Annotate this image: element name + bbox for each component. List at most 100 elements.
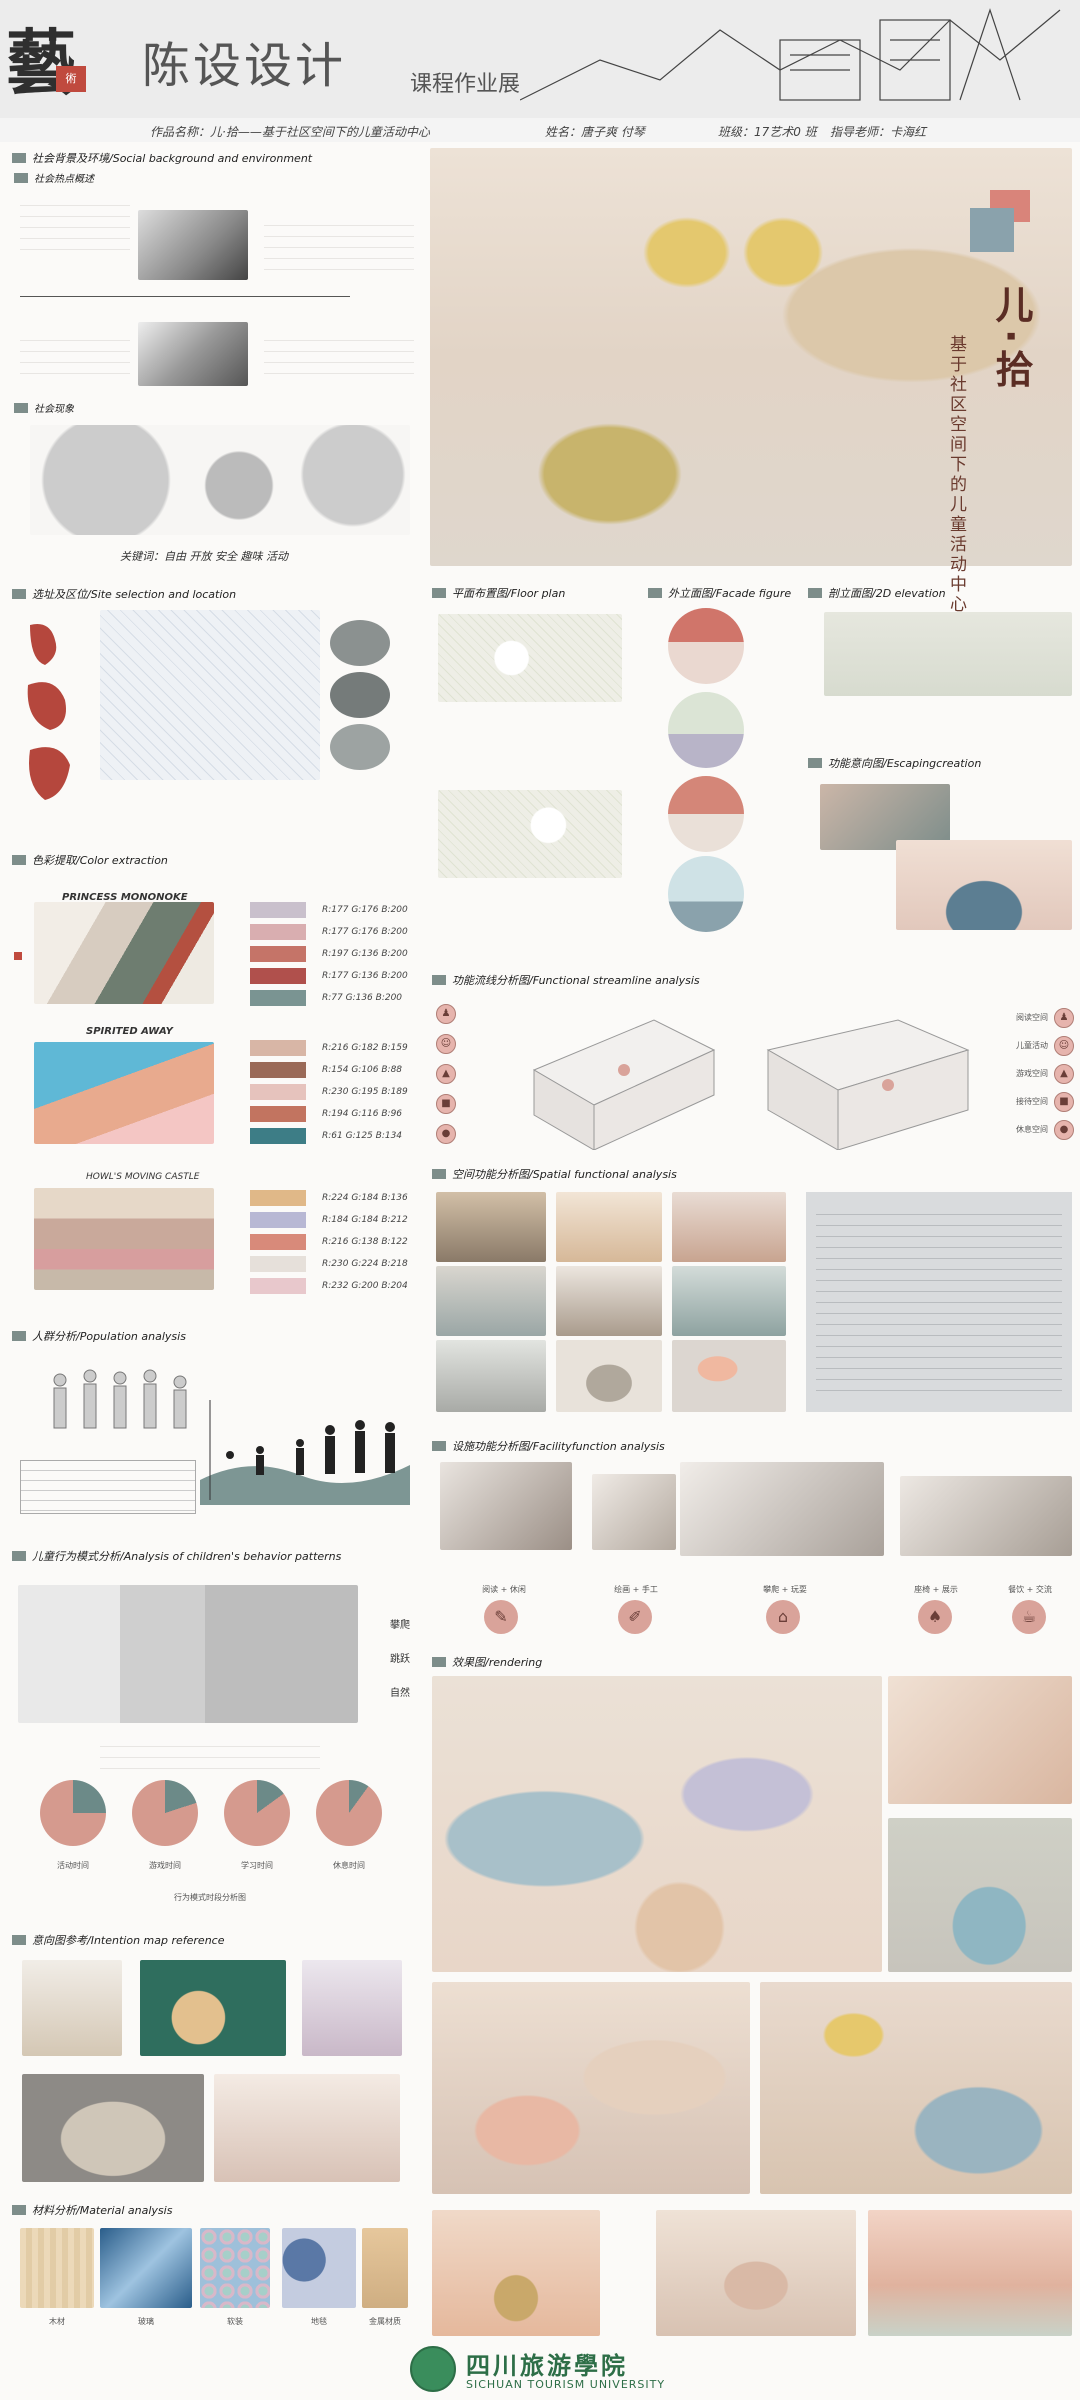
- rendering-side-2: [888, 1818, 1072, 1972]
- accent-square-blue: [970, 208, 1014, 252]
- streamline-label: 游戏空间: [1016, 1069, 1048, 1078]
- swatch: [250, 1256, 306, 1272]
- rendering-thumb-2: [656, 2210, 856, 2336]
- class-info: 班级：17艺术0 班: [718, 125, 817, 139]
- swatch-label: R:224 G:184 B:136: [322, 1193, 408, 1203]
- section-elevation: 剖立面图/2D elevation: [808, 585, 946, 601]
- info-bar: 作品名称：儿·拾——基于社区空间下的儿童活动中心 姓名：唐子爽 付琴 班级：17…: [0, 118, 1080, 142]
- material-label: 木材: [49, 2317, 65, 2326]
- spatial-text-panel: [806, 1192, 1072, 1412]
- swatch: [250, 902, 306, 918]
- material-label: 金属材质: [369, 2317, 401, 2326]
- site-map: [100, 610, 320, 780]
- material-label: 玻璃: [138, 2317, 154, 2326]
- text-block: [20, 195, 130, 255]
- facade-4: [668, 856, 744, 932]
- swatch-label: R:177 G:136 B:200: [322, 971, 408, 981]
- swatch: [250, 1084, 306, 1100]
- facility-img-3: [680, 1462, 884, 1556]
- facility-img-4: [900, 1476, 1072, 1556]
- site-photo-1: [330, 620, 390, 666]
- streamline-label: 休息空间: [1016, 1125, 1048, 1134]
- swatch-label: R:232 G:200 B:204: [322, 1281, 408, 1291]
- news-photo-1: [138, 210, 248, 280]
- behavior-caption: 行为模式时段分析图: [174, 1893, 246, 1902]
- streamline-icon: ●: [1054, 1120, 1074, 1140]
- facility-label: 绘画 + 手工: [614, 1585, 658, 1594]
- swatch: [250, 1106, 306, 1122]
- hero-rendering: [430, 148, 1072, 566]
- section-behavior: 儿童行为模式分析/Analysis of children's behavior…: [12, 1548, 341, 1564]
- section-social: 社会背景及环境/Social background and environmen…: [12, 150, 312, 166]
- spatial-photo: [556, 1340, 662, 1412]
- spatial-photo: [436, 1266, 546, 1336]
- art-logo: 藝: [6, 21, 76, 104]
- spatial-photo: [672, 1192, 786, 1262]
- floor-plan-2: [438, 790, 622, 878]
- population-table: [20, 1460, 196, 1514]
- text-block: [264, 215, 414, 275]
- poster-subtitle: 课程作业展: [410, 72, 521, 97]
- divider: [20, 296, 350, 297]
- section-spatial: 空间功能分析图/Spatial functional analysis: [432, 1166, 677, 1182]
- rendering-main: [432, 1676, 882, 1972]
- behavior-label-jump: 跳跃: [390, 1654, 410, 1665]
- facade-1: [668, 608, 744, 684]
- pie-label: 休息时间: [333, 1861, 365, 1870]
- vertical-small-title: 基于社区空间下的儿童活动中心: [946, 335, 966, 615]
- province-map-icon: [27, 624, 70, 800]
- swatch-label: R:154 G:106 B:88: [322, 1065, 403, 1075]
- pie-label: 游戏时间: [149, 1861, 181, 1870]
- swatch-label: R:197 G:136 B:200: [322, 949, 408, 959]
- work-title: 作品名称：儿·拾——基于社区空间下的儿童活动中心: [150, 125, 430, 139]
- streamline-label: 阅读空间: [1016, 1013, 1048, 1022]
- author-names: 姓名：唐子爽 付琴: [545, 125, 645, 139]
- playground-icon: ⌂: [766, 1600, 800, 1634]
- pie-rest: [316, 1780, 382, 1846]
- silhouette-chart: [200, 1400, 410, 1505]
- swatch-label: R:77 G:136 B:200: [322, 993, 403, 1003]
- swatch: [250, 924, 306, 940]
- spatial-photo: [436, 1192, 546, 1262]
- pie-label: 活动时间: [57, 1861, 89, 1870]
- material-soft: [200, 2228, 270, 2308]
- spirited-away-image: [34, 1042, 214, 1144]
- intention-img-1: [22, 1960, 122, 2056]
- swatch: [250, 1128, 306, 1144]
- subsection-social-hot: 社会热点概述: [14, 170, 94, 185]
- streamline-icon: ●: [436, 1124, 456, 1144]
- swatch: [250, 946, 306, 962]
- drawing-icon: ✐: [618, 1600, 652, 1634]
- poster-title: 陈设设计: [142, 38, 347, 94]
- university-name-cn: 四川旅游學院: [466, 2351, 628, 2380]
- behavior-label-nature: 自然: [390, 1688, 410, 1699]
- streamline-label: 接待空间: [1016, 1097, 1048, 1106]
- section-color: 色彩提取/Color extraction: [12, 852, 168, 868]
- swatch-label: R:61 G:125 B:134: [322, 1131, 403, 1141]
- swatch-label: R:194 G:116 B:96: [322, 1109, 403, 1119]
- streamline-icon: ♟: [1054, 1008, 1074, 1028]
- pie-game: [132, 1780, 198, 1846]
- cartoon-illustrations: [30, 425, 410, 535]
- spatial-photo: [556, 1266, 662, 1336]
- text-block: [100, 1736, 320, 1776]
- swatch-label: R:230 G:224 B:218: [322, 1259, 408, 1269]
- streamline-icon: ▲: [436, 1064, 456, 1084]
- streamline-icon: ▲: [1054, 1064, 1074, 1084]
- intention-img-4: [22, 2074, 204, 2182]
- axonometric-drawing-1: [532, 1019, 716, 1150]
- rendering-thumb-1: [432, 2210, 600, 2336]
- text-block: [816, 1204, 1062, 1400]
- text-block: [20, 330, 130, 380]
- vertical-big-title: 儿·拾: [989, 285, 1033, 394]
- swatch-label: R:216 G:182 B:159: [322, 1043, 408, 1053]
- text-block: [264, 330, 414, 380]
- spatial-photo: [672, 1266, 786, 1336]
- streamline-icon: ■: [436, 1094, 456, 1114]
- rendering-thumb-3: [868, 2210, 1072, 2336]
- rendering-bottom-1: [432, 1982, 750, 2194]
- people-figures-icon: [53, 1369, 187, 1429]
- rendering-side-1: [888, 1676, 1072, 1804]
- site-photo-3: [330, 724, 390, 770]
- section-facility: 设施功能分析图/Facilityfunction analysis: [432, 1438, 665, 1454]
